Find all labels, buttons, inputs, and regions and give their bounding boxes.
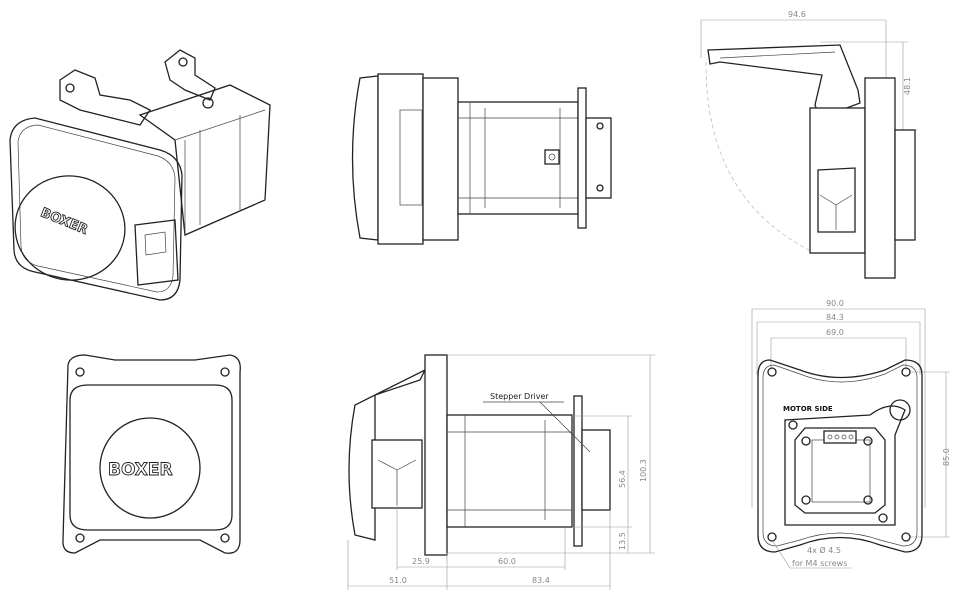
dim-25-9: 25.9	[412, 557, 430, 566]
dim-84-3: 84.3	[826, 313, 844, 322]
front-view: BOXER	[62, 354, 241, 554]
dim-56-4: 56.4	[618, 470, 627, 488]
hole-note-count: 4x Ø 4.5	[807, 545, 841, 555]
hole-note-screws: for M4 screws	[792, 559, 847, 568]
dim-51-0: 51.0	[389, 576, 407, 585]
dim-height-48-1: 48.1	[903, 77, 912, 95]
side-view-top	[351, 73, 612, 245]
dim-85-0: 85.0	[942, 448, 951, 466]
dim-90-0: 90.0	[826, 299, 844, 308]
stepper-driver-callout: Stepper Driver	[490, 392, 549, 401]
dim-69-0: 69.0	[826, 328, 844, 337]
isometric-view: BOXER	[9, 49, 271, 301]
side-view-bottom: Stepper Driver 56.4 100.3 13.5 25.9 60.0…	[347, 354, 655, 590]
side-view-top-right: 94.6 48.1	[700, 10, 918, 279]
motor-side-label: MOTOR SIDE	[783, 405, 833, 413]
dim-13-5: 13.5	[618, 532, 627, 550]
dim-60-0: 60.0	[498, 557, 516, 566]
dim-100-3: 100.3	[639, 459, 648, 482]
dim-width-94-6: 94.6	[788, 10, 806, 19]
logo-text-front: BOXER	[108, 460, 173, 480]
dim-83-4: 83.4	[532, 576, 550, 585]
logo-text-iso: BOXER	[38, 205, 89, 237]
motor-side-view: 90.0 84.3 69.0 85.0 MOTOR SIDE 4x Ø 4.5 …	[751, 299, 951, 569]
